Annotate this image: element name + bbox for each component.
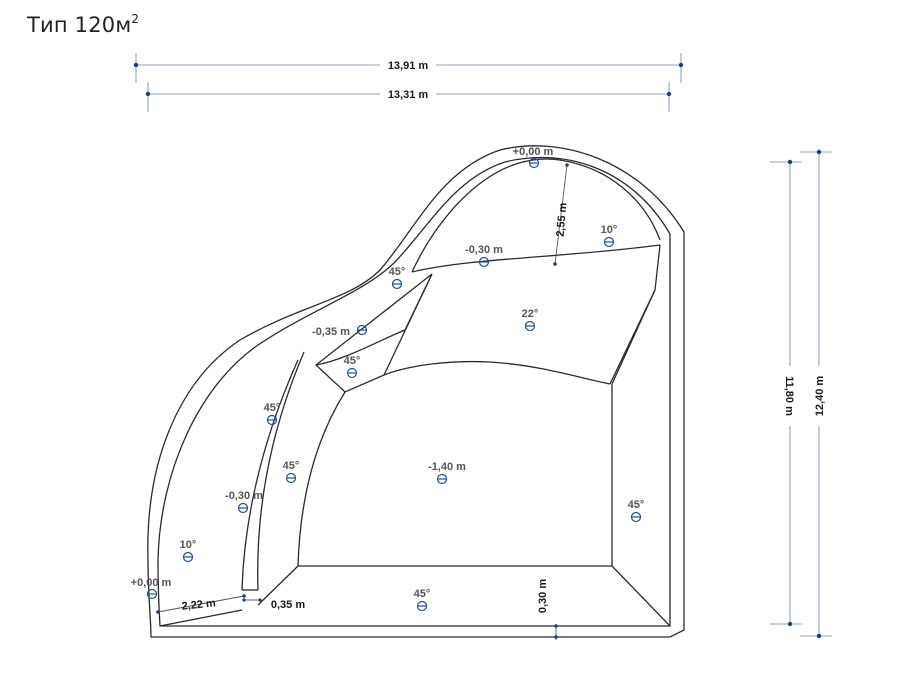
svg-text:-0,30 m: -0,30 m	[225, 490, 263, 502]
inner-width-dimension: 13,31 m	[145, 82, 672, 112]
arc-width-dimension: 2,55 m	[553, 163, 569, 266]
wall-thickness-dimension: 0,30 m	[537, 579, 558, 640]
inner-width-label: 13,31 m	[388, 89, 429, 101]
page-title-text: Тип 120м	[27, 13, 132, 37]
marker-top-level: +0,00 m	[513, 146, 554, 169]
marker-upper-left-slope: 45°	[389, 266, 406, 290]
overall-height-label: 12,40 m	[814, 376, 826, 417]
marker-top-right-slope: 10°	[601, 224, 618, 248]
marker-deep-floor-level: -1,40 m	[428, 461, 466, 485]
svg-text:45°: 45°	[389, 266, 406, 278]
pool-outline	[147, 145, 685, 638]
overall-height-dimension: 12,40 m	[800, 149, 832, 639]
marker-right-wall-slope: 45°	[628, 499, 645, 523]
marker-left-ledge-level: -0,35 m	[312, 324, 368, 338]
marker-upper-level: -0,30 m	[465, 244, 503, 268]
inner-height-label: 11,80 m	[783, 376, 795, 416]
arc-width-label: 2,55 m	[555, 202, 570, 237]
svg-text:-0,35 m: -0,35 m	[312, 326, 350, 338]
marker-left-bench-level: -0,30 m	[225, 490, 263, 514]
marker-bottom-left-level: +0,00 m	[131, 577, 172, 600]
marker-bottom-left-slope: 10°	[180, 539, 197, 563]
overall-width-dimension: 13,91 m	[133, 53, 684, 83]
marker-left-bench-slope: 45°	[264, 402, 281, 426]
svg-text:45°: 45°	[414, 588, 431, 600]
svg-text:10°: 10°	[180, 539, 197, 551]
bench-width-label: 2,22 m	[181, 597, 217, 613]
overall-width-label: 13,91 m	[388, 60, 429, 72]
svg-text:45°: 45°	[264, 402, 281, 414]
svg-text:-0,30 m: -0,30 m	[465, 244, 503, 256]
svg-text:+0,00 m: +0,00 m	[513, 146, 554, 158]
svg-text:+0,00 m: +0,00 m	[131, 577, 172, 589]
bench-width-dimension: 2,22 m	[156, 594, 246, 614]
svg-text:22°: 22°	[522, 308, 539, 320]
marker-inner-corner-slope: 45°	[344, 355, 361, 379]
marker-upper-floor-slope: 22°	[522, 308, 539, 332]
svg-text:45°: 45°	[344, 355, 361, 367]
wall-thickness-label: 0,30 m	[537, 579, 549, 613]
svg-text:-1,40 m: -1,40 m	[428, 461, 466, 473]
svg-text:45°: 45°	[628, 499, 645, 511]
step-width-dimension: 0,35 m	[242, 598, 305, 611]
svg-text:45°: 45°	[283, 460, 300, 472]
svg-text:10°: 10°	[601, 224, 618, 236]
inner-height-dimension: 11,80 m	[770, 159, 802, 627]
page-title-superscript: 2	[131, 12, 140, 26]
marker-bottom-wall-slope: 45°	[414, 588, 431, 612]
step-width-label: 0,35 m	[271, 599, 305, 611]
marker-left-wall-slope: 45°	[283, 460, 300, 484]
page-title: Тип 120м2	[27, 12, 139, 37]
